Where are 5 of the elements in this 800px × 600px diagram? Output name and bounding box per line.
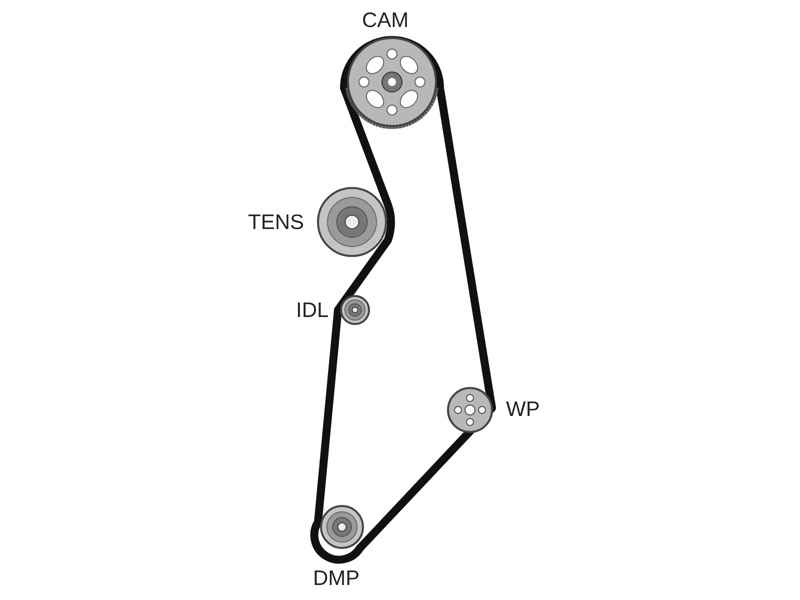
pulley-label: CAM — [362, 10, 409, 31]
pulley-label: IDL — [296, 300, 329, 321]
pulley-label: WP — [506, 399, 540, 420]
pulley-label: TENS — [248, 212, 304, 233]
pulley-label: DMP — [313, 568, 360, 589]
